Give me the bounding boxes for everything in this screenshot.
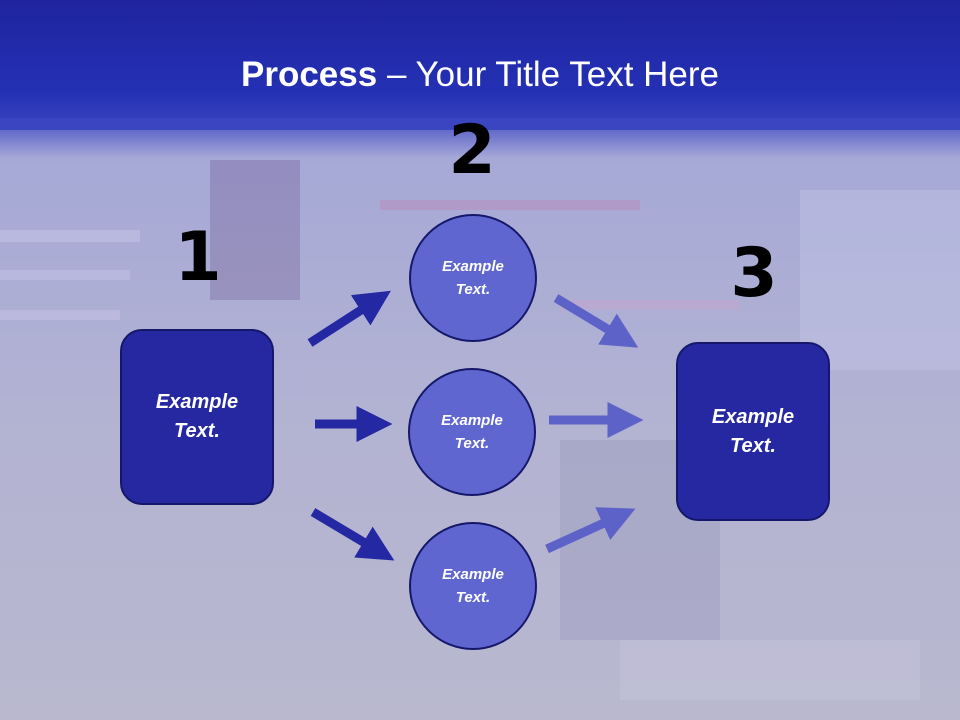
right-box-label: Example Text. bbox=[711, 405, 795, 457]
slide-title: Process – Your Title Text Here bbox=[0, 54, 960, 96]
arrow-from-circle-1 bbox=[553, 294, 639, 348]
process-circle-2: Example Text. bbox=[408, 368, 536, 496]
arrow-to-circle-3 bbox=[310, 508, 395, 561]
step-number-1: 1 bbox=[174, 218, 222, 297]
process-circle-1: Example Text. bbox=[409, 214, 537, 342]
title-bold: Process bbox=[241, 55, 378, 94]
circle-1-label: Example Text. bbox=[442, 258, 504, 298]
step-number-2: 2 bbox=[448, 111, 496, 190]
step-number-3: 3 bbox=[730, 234, 778, 313]
header-fade bbox=[0, 118, 960, 158]
left-process-box: Example Text. bbox=[120, 329, 274, 505]
title-rest: – Your Title Text Here bbox=[377, 55, 719, 94]
circle-2-label: Example Text. bbox=[441, 412, 503, 452]
arrow-to-circle-1 bbox=[307, 290, 391, 347]
left-box-label: Example Text. bbox=[155, 391, 239, 442]
process-circle-3: Example Text. bbox=[409, 522, 537, 650]
right-process-box: Example Text. bbox=[676, 342, 830, 521]
header-band bbox=[0, 0, 960, 130]
arrow-from-circle-3 bbox=[545, 507, 636, 554]
circle-3-label: Example Text. bbox=[442, 566, 504, 606]
